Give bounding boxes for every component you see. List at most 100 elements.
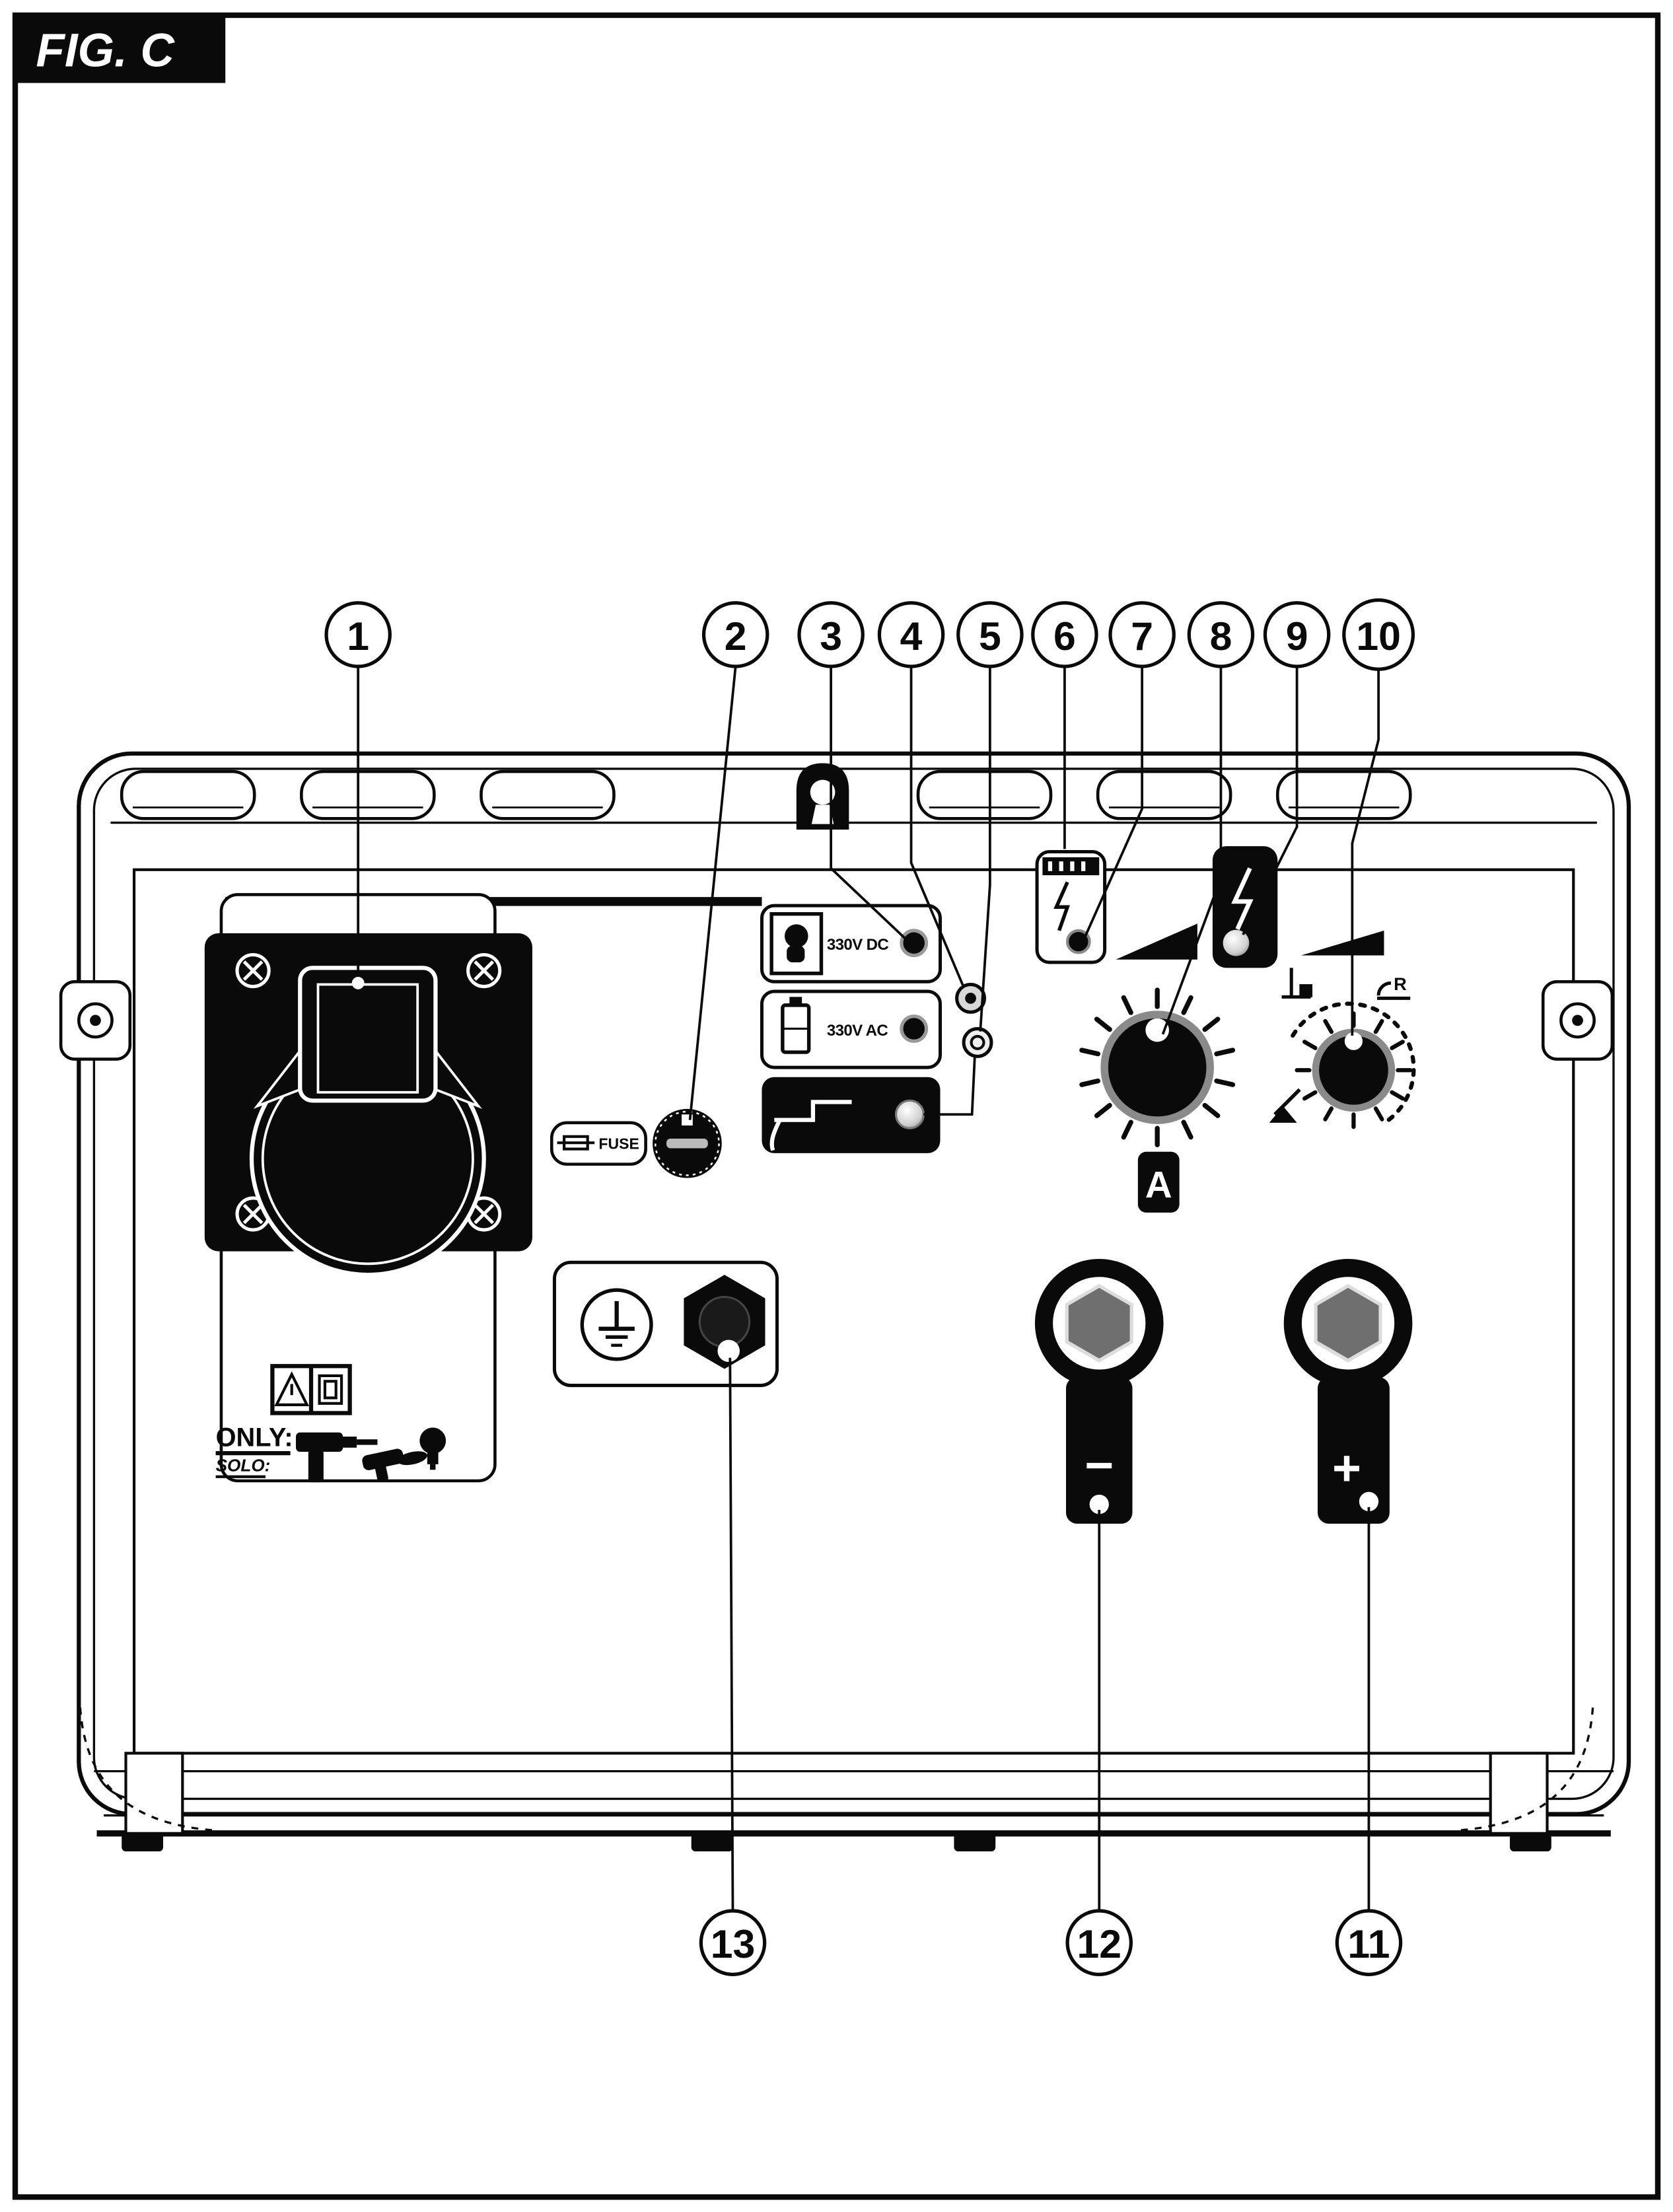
dinse-socket-icon <box>1065 1283 1133 1363</box>
svg-text:7: 7 <box>1131 614 1153 659</box>
dc-led-icon <box>900 929 929 958</box>
svg-text:3: 3 <box>820 614 842 659</box>
electrode-min-icon <box>1269 1088 1301 1123</box>
arc-knob-ticks <box>1295 1011 1413 1129</box>
only-label: ONLY: <box>216 1423 293 1452</box>
fuse-holder[interactable] <box>653 1108 722 1178</box>
fuse-icon <box>557 1135 595 1151</box>
knob-pointer-icon <box>1145 1018 1169 1042</box>
callout-11: 11 <box>1335 1909 1403 1976</box>
voltage-indicator <box>1212 846 1278 968</box>
dinse-socket-icon <box>1314 1283 1382 1363</box>
leader-dot <box>351 976 365 989</box>
arc-scale <box>1291 1001 1416 1124</box>
figure-title: FIG. C <box>36 24 175 77</box>
amperage-knob-group: A <box>1079 923 1236 1213</box>
ground-icon <box>580 1288 653 1361</box>
ground-terminal-group <box>552 1260 779 1388</box>
svg-text:2: 2 <box>725 614 747 659</box>
grinder-icon <box>362 1448 428 1482</box>
voltage-led-icon <box>1223 929 1250 956</box>
side-tab-right <box>1541 980 1614 1061</box>
ramp-icon <box>1116 923 1197 960</box>
thermostat-label-text <box>1048 861 1086 871</box>
welding-torch-icon <box>769 1100 852 1151</box>
arc-force-knob[interactable] <box>1312 1028 1396 1112</box>
svg-text:11: 11 <box>1347 1921 1390 1966</box>
leader-lines <box>357 666 1380 1911</box>
socket-warning-label: ONLY: SOLO: <box>215 1364 446 1483</box>
dc-voltage-label: 330V DC <box>827 936 888 954</box>
dc-indicator-box: 330V DC <box>760 904 943 983</box>
callout-8: 8 <box>1187 601 1255 668</box>
electrode-soft-icon <box>1281 968 1313 999</box>
callout-4: 4 <box>877 601 945 668</box>
minus-label: − <box>1085 1437 1114 1493</box>
svg-text:9: 9 <box>1286 614 1308 659</box>
svg-text:6: 6 <box>1053 614 1076 659</box>
callout-12: 12 <box>1065 1909 1133 1976</box>
torch-led-link-line <box>923 1056 976 1116</box>
amp-unit-badge: A <box>1137 1151 1180 1213</box>
class-ii-icon <box>318 1374 343 1405</box>
machine-feet <box>122 1833 1551 1852</box>
warning-triangle-icon <box>274 1371 310 1406</box>
amperage-knob[interactable] <box>1100 1011 1214 1124</box>
callout-7: 7 <box>1108 601 1176 668</box>
quick-connectors[interactable] <box>955 982 993 1058</box>
amp-unit-label: A <box>1145 1164 1172 1205</box>
lightning-icon <box>1231 867 1254 931</box>
callout-6: 6 <box>1031 601 1098 668</box>
machine-inner-shell <box>92 767 1615 1801</box>
callout-13: 13 <box>699 1909 767 1976</box>
callout-2: 2 <box>701 601 769 668</box>
hex-bolt-icon[interactable] <box>684 1275 765 1369</box>
fuse-label: FUSE <box>598 1135 639 1153</box>
svg-text:12: 12 <box>1077 1921 1121 1966</box>
battery-icon <box>781 997 811 1054</box>
ac-voltage-label: 330V AC <box>827 1022 888 1040</box>
arc-force-knob-group: R <box>1269 930 1416 1129</box>
amp-knob-ticks <box>1079 987 1236 1147</box>
terminal-positive[interactable]: + <box>1283 1259 1413 1524</box>
svg-text:4: 4 <box>900 614 923 659</box>
svg-text:13: 13 <box>711 1921 756 1966</box>
leader-dot <box>1359 1491 1379 1512</box>
fuse-group: FUSE <box>550 1108 722 1178</box>
fuse-label-plate: FUSE <box>550 1121 647 1166</box>
callout-1: 1 <box>324 601 392 668</box>
aux-socket-assembly: ONLY: SOLO: <box>204 893 532 1483</box>
plus-label: + <box>1332 1440 1361 1495</box>
terminal-negative[interactable]: − <box>1034 1259 1164 1524</box>
leader-dot <box>1089 1494 1109 1515</box>
thermostat-led-icon <box>1066 929 1091 954</box>
torch-indicator-box <box>762 1077 941 1153</box>
svg-text:5: 5 <box>979 614 1001 659</box>
callout-10: 10 <box>1342 598 1415 671</box>
arc-force-r-label: R <box>1394 974 1407 994</box>
callout-3: 3 <box>797 601 865 668</box>
callouts: 1 2 3 4 5 6 7 8 9 10 11 12 13 <box>324 598 1415 1976</box>
ac-indicator-box: 330V AC <box>760 989 943 1069</box>
thermostat-indicator <box>1035 850 1107 964</box>
socket-flap-icon[interactable] <box>249 966 486 1277</box>
side-tab-left <box>59 980 132 1061</box>
knob-pointer-icon <box>1344 1032 1363 1050</box>
keyhole-icon <box>796 763 849 830</box>
indicator-stack: 330V DC 330V AC <box>760 904 993 1153</box>
panel-face <box>132 868 1575 1755</box>
ac-led-icon <box>900 1015 929 1043</box>
torch-led-icon <box>894 1099 925 1129</box>
bulb-icon <box>419 1427 446 1470</box>
svg-text:1: 1 <box>347 614 369 659</box>
vent-slots <box>120 769 1412 820</box>
svg-text:8: 8 <box>1210 614 1232 659</box>
solo-label: SOLO: <box>216 1455 271 1475</box>
machine-base <box>79 1707 1614 1852</box>
figure-title-block: FIG. C <box>15 15 226 83</box>
drill-icon <box>295 1432 378 1483</box>
electrode-crisp-icon: R <box>1376 974 1411 1000</box>
screw-icon <box>235 952 502 1232</box>
callout-9: 9 <box>1263 601 1331 668</box>
